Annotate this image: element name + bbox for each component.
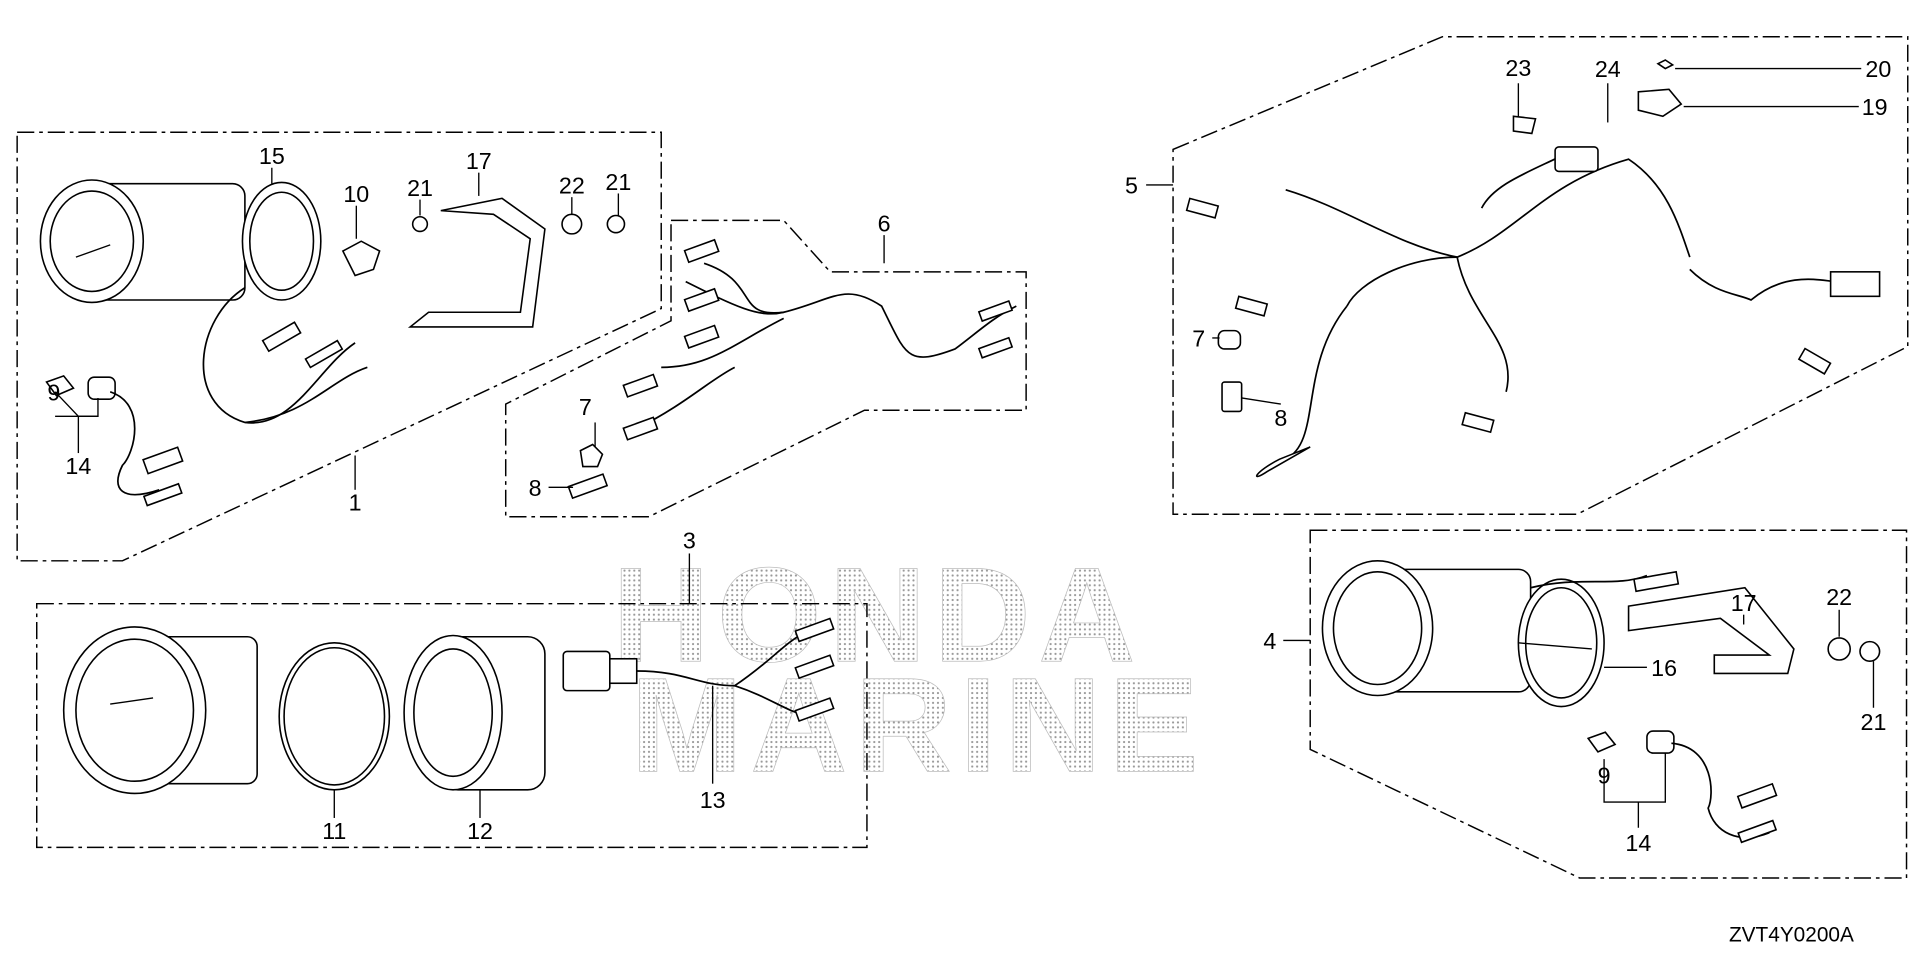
meter-assembly-4 xyxy=(1321,560,1881,844)
group-box-3 xyxy=(36,602,868,849)
main-harness-5 xyxy=(1185,59,1881,478)
callout-6: 6 xyxy=(878,210,891,236)
callout-4: 4 xyxy=(1263,628,1276,654)
callout-21: 21 xyxy=(1861,709,1887,735)
callout-9: 9 xyxy=(1598,763,1611,789)
callout-14: 14 xyxy=(65,453,91,479)
callout-17: 17 xyxy=(466,148,492,174)
callout-8: 8 xyxy=(1274,405,1287,431)
group-box-4 xyxy=(1309,529,1908,879)
group-box-5 xyxy=(1172,36,1909,516)
callout-labels: 15 10 21 17 22 21 6 9 14 1 7 8 3 11 12 1… xyxy=(47,55,1891,856)
callout-12: 12 xyxy=(467,818,493,844)
callout-17: 17 xyxy=(1731,590,1757,616)
callout-8: 8 xyxy=(529,475,542,501)
callout-24: 24 xyxy=(1595,56,1621,82)
group-box-6 xyxy=(504,219,1027,518)
callout-19: 19 xyxy=(1862,94,1888,120)
callout-13: 13 xyxy=(700,787,726,813)
callout-14: 14 xyxy=(1625,830,1651,856)
callout-23: 23 xyxy=(1505,55,1531,81)
callout-7: 7 xyxy=(1192,326,1205,352)
group-box-1 xyxy=(16,131,662,562)
callout-22: 22 xyxy=(1826,584,1852,610)
callout-15: 15 xyxy=(259,143,285,169)
callout-21: 21 xyxy=(407,175,433,201)
callout-10: 10 xyxy=(343,181,369,207)
callout-3: 3 xyxy=(683,528,696,554)
callout-20: 20 xyxy=(1865,56,1891,82)
callout-7: 7 xyxy=(579,394,592,420)
callout-1: 1 xyxy=(349,490,362,516)
meter-assembly-1 xyxy=(39,179,626,507)
harness-6 xyxy=(567,238,1017,500)
diagram-code: ZVT4Y0200A xyxy=(1729,924,1854,947)
callout-5: 5 xyxy=(1125,172,1138,198)
leader-lines xyxy=(54,67,1875,828)
callout-11: 11 xyxy=(322,818,346,844)
honda-marine-watermark: HONDA MARINE xyxy=(612,539,1206,801)
callout-22: 22 xyxy=(559,172,585,198)
callout-21: 21 xyxy=(605,169,631,195)
callout-9: 9 xyxy=(47,379,60,405)
watermark-honda: HONDA xyxy=(612,539,1143,690)
callout-16: 16 xyxy=(1651,655,1677,681)
meter-assembly-3 xyxy=(62,617,835,795)
watermark-marine: MARINE xyxy=(631,649,1206,800)
